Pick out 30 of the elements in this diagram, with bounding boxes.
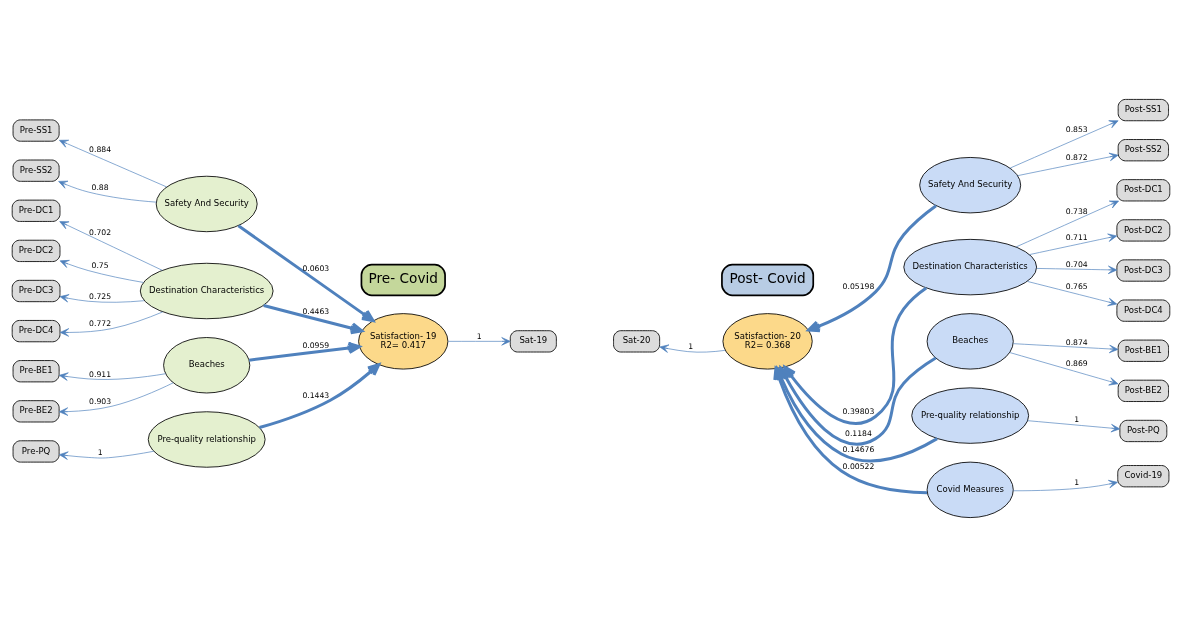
edge-label: 0.05198: [842, 282, 875, 292]
edge-label: 0.738: [1065, 206, 1088, 216]
edge-label: 0.4463: [302, 307, 330, 317]
edge-label: 0.874: [1065, 337, 1088, 347]
edge-label: 0.884: [89, 145, 112, 155]
edge-label: 0.0603: [302, 263, 330, 273]
edge-label: 1: [1074, 477, 1080, 487]
edge-label: 0.903: [89, 396, 112, 406]
edge-label: 0.772: [89, 319, 112, 329]
edge-label: 1: [476, 331, 482, 341]
edge-label: 0.00522: [842, 461, 875, 471]
edge-label: 0.88: [91, 182, 109, 192]
edge-label: 0.872: [1065, 152, 1088, 162]
edge-label: 0.765: [1065, 282, 1088, 292]
edge-label: 0.704: [1065, 260, 1088, 270]
edge-label: 1: [1074, 414, 1080, 424]
edge-label: 0.702: [89, 227, 112, 237]
edge-label: 0.711: [1065, 232, 1088, 242]
edge-label: 0.1443: [302, 390, 330, 400]
edge-label: 1: [688, 342, 694, 352]
edge-label: 0.75: [91, 261, 109, 271]
edge-label: 0.14676: [842, 444, 875, 454]
edge-label: 0.911: [89, 369, 112, 379]
edge-label: 0.1184: [845, 429, 872, 439]
edge-label: 0.869: [1065, 359, 1088, 369]
edge-label: 1: [97, 448, 103, 458]
edge-label: 0.853: [1065, 125, 1088, 135]
edge-label: 0.0959: [302, 341, 330, 351]
edge-label: 0.39803: [842, 407, 875, 417]
edge-label: 0.725: [89, 291, 112, 301]
